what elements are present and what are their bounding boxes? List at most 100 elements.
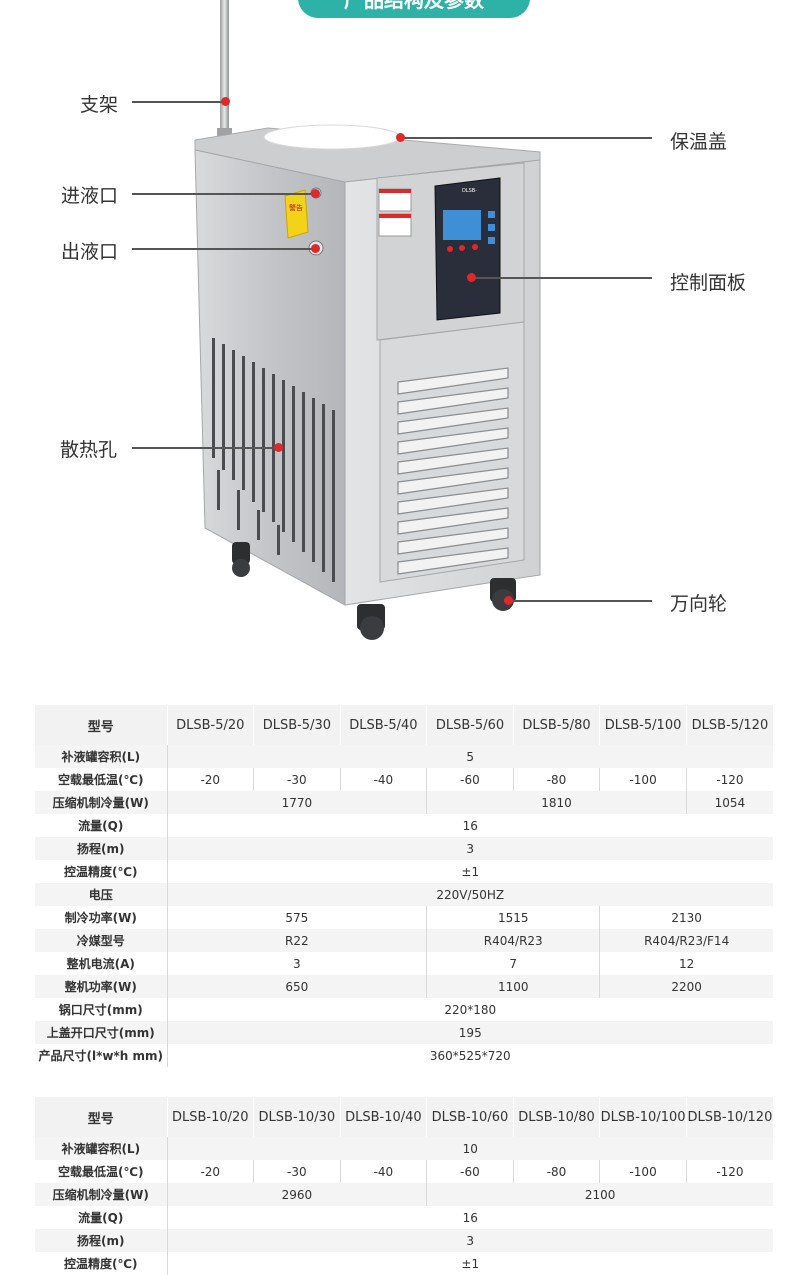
row-label: 流量(Q): [35, 814, 167, 837]
table-cell: ±1: [166, 1252, 773, 1275]
table-row: 流量(Q)16: [35, 1206, 773, 1229]
louvers: [397, 367, 509, 575]
table-cell: 360*525*720: [166, 1044, 773, 1067]
table-cell: 3: [166, 837, 773, 860]
table-cell: 2960: [166, 1183, 427, 1206]
header-cell: 型号: [35, 705, 167, 745]
header-cell: DLSB-5/100: [599, 705, 687, 745]
callout-casters: 万向轮: [670, 593, 728, 615]
header-cell: 型号: [35, 1097, 167, 1137]
callout-vents-dot: [274, 443, 283, 452]
header-cell: DLSB-10/80: [512, 1097, 600, 1137]
callout-outlet-line: [132, 248, 314, 250]
table-row: 补液罐容积(L)5: [35, 745, 773, 768]
table-cell: -30: [253, 768, 341, 791]
header-cell: DLSB-10/100: [599, 1097, 687, 1137]
header-cell: DLSB-5/120: [685, 705, 773, 745]
table-cell: -100: [599, 768, 687, 791]
row-label: 上盖开口尺寸(mm): [35, 1021, 167, 1044]
spec-table-dlsb-10: 型号 DLSB-10/20 DLSB-10/30 DLSB-10/40 DLSB…: [35, 1097, 773, 1275]
product-illustration: 警告 DLSB- 支架 保温盖 进液口: [60, 0, 747, 640]
table-row: 锅口尺寸(mm)220*180: [35, 998, 773, 1021]
table-row: 控温精度(℃)±1: [35, 1252, 773, 1275]
header-cell: DLSB-10/30: [253, 1097, 341, 1137]
table-cell: 1515: [426, 906, 600, 929]
header-cell: DLSB-5/60: [426, 705, 514, 745]
callout-insulation-lid-line: [400, 137, 652, 139]
control-panel-shape: [434, 177, 501, 321]
header-cell: DLSB-5/40: [339, 705, 427, 745]
table-cell: 2100: [426, 1183, 773, 1206]
table-cell: -60: [426, 768, 514, 791]
table-row: 控温精度(℃)±1: [35, 860, 773, 883]
row-label: 空载最低温(℃): [35, 768, 167, 791]
callout-outlet-dot: [311, 244, 320, 253]
callout-bracket-line: [132, 101, 226, 103]
row-label: 流量(Q): [35, 1206, 167, 1229]
table-cell: 10: [166, 1137, 773, 1160]
table-cell: 3: [166, 1229, 773, 1252]
table-cell: 5: [166, 745, 773, 768]
spec-table-dlsb-5: 型号 DLSB-5/20 DLSB-5/30 DLSB-5/40 DLSB-5/…: [35, 705, 773, 1067]
table-cell: -120: [685, 768, 773, 791]
row-label: 整机电流(A): [35, 952, 167, 975]
warning-label-text: 警告: [289, 203, 303, 212]
panel-display: [443, 210, 481, 240]
header-cell: DLSB-10/120: [685, 1097, 773, 1137]
table-cell: 7: [426, 952, 600, 975]
table-cell: 1054: [685, 791, 773, 814]
table-row: 扬程(m)3: [35, 837, 773, 860]
table-cell: 3: [166, 952, 427, 975]
row-label: 空载最低温(℃): [35, 1160, 167, 1183]
table-cell: -30: [253, 1160, 341, 1183]
callout-inlet-line: [132, 193, 314, 195]
table-cell: -40: [339, 768, 427, 791]
table-cell: 1810: [426, 791, 687, 814]
table-cell: -100: [599, 1160, 687, 1183]
callout-casters-line: [508, 600, 652, 602]
callout-insulation-lid-dot: [396, 133, 405, 142]
table-cell: 220V/50HZ: [166, 883, 773, 906]
row-label: 制冷功率(W): [35, 906, 167, 929]
table-row: 流量(Q)16: [35, 814, 773, 837]
caster-wheels: [232, 542, 516, 640]
table-row: 扬程(m)3: [35, 1229, 773, 1252]
row-label: 扬程(m): [35, 1229, 167, 1252]
row-label: 控温精度(℃): [35, 1252, 167, 1275]
row-label: 压缩机制冷量(W): [35, 791, 167, 814]
row-label: 压缩机制冷量(W): [35, 1183, 167, 1206]
table-cell: R404/R23/F14: [599, 929, 773, 952]
table-cell: 2130: [599, 906, 773, 929]
callout-inlet: 进液口: [61, 185, 119, 207]
callout-vents: 散热孔: [60, 439, 118, 461]
row-label: 锅口尺寸(mm): [35, 998, 167, 1021]
callout-bracket-dot: [221, 97, 230, 106]
table-cell: R22: [166, 929, 427, 952]
callout-casters-dot: [504, 596, 513, 605]
row-label: 控温精度(℃): [35, 860, 167, 883]
section-title-banner: 产品结构及参数: [298, 0, 530, 18]
table-cell: 2200: [599, 975, 773, 998]
insulation-lid-shape: [263, 124, 401, 150]
callout-bracket: 支架: [80, 94, 119, 116]
table-cell: 220*180: [166, 998, 773, 1021]
table-row: 上盖开口尺寸(mm)195: [35, 1021, 773, 1044]
callout-inlet-dot: [311, 189, 320, 198]
callout-control-panel-dot: [467, 273, 476, 282]
table-cell: ±1: [166, 860, 773, 883]
row-label: 补液罐容积(L): [35, 745, 167, 768]
callout-insulation-lid: 保温盖: [670, 131, 728, 153]
callout-vents-line: [132, 447, 278, 449]
header-cell: DLSB-10/20: [166, 1097, 254, 1137]
table-cell: -120: [685, 1160, 773, 1183]
table-row: 产品尺寸(l*w*h mm)360*525*720: [35, 1044, 773, 1067]
row-label: 产品尺寸(l*w*h mm): [35, 1044, 167, 1067]
table-cell: -40: [339, 1160, 427, 1183]
row-label: 扬程(m): [35, 837, 167, 860]
table-cell: -60: [426, 1160, 514, 1183]
callout-control-panel: 控制面板: [670, 272, 747, 294]
table-cell: 12: [599, 952, 773, 975]
